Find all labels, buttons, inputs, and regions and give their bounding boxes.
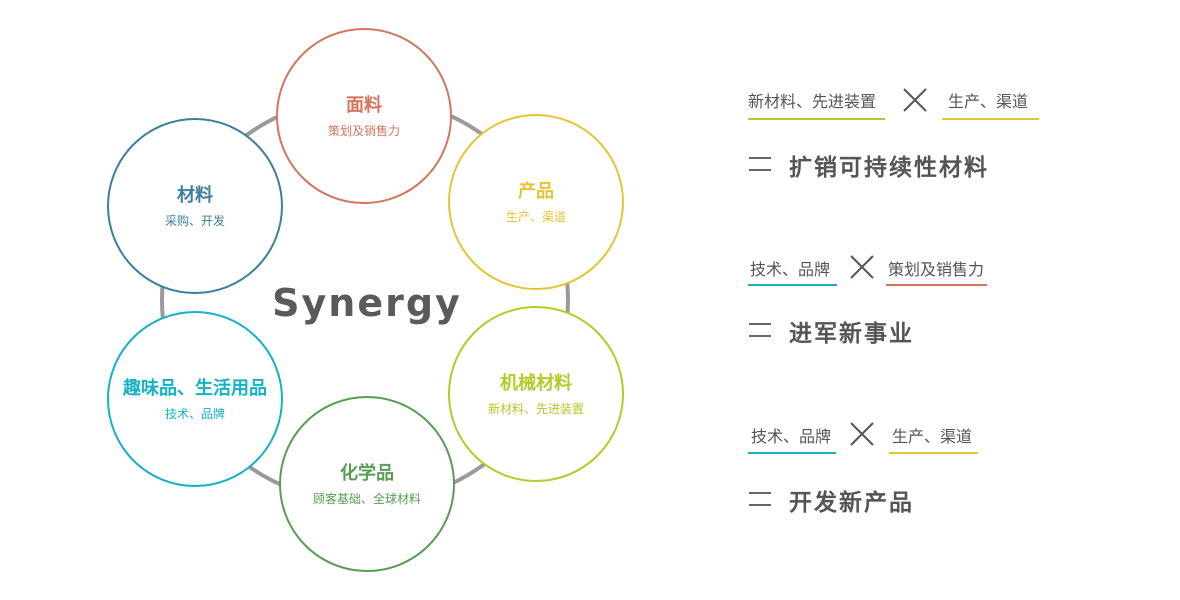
formula-2-right-tag: 策划及销售力 <box>888 260 985 279</box>
node-title: 产品 <box>518 180 554 202</box>
formula-1-right-tag: 生产、渠道 <box>948 92 1029 111</box>
node-circle <box>448 114 624 290</box>
node-subtitle: 新材料、先进装置 <box>488 401 584 416</box>
times-icon <box>850 255 874 279</box>
node-subtitle: 顾客基础、全球材料 <box>313 491 421 506</box>
node-title: 机械材料 <box>500 372 572 394</box>
formula-1-right-underline <box>942 118 1039 120</box>
equals-icon <box>749 492 771 506</box>
synergy-diagram: 面料策划及销售力产品生产、渠道机械材料新材料、先进装置化学品顾客基础、全球材料趣… <box>107 28 624 572</box>
node-circle <box>276 28 452 204</box>
times-icon <box>850 422 874 446</box>
formula-1-result: 扩销可持续性材料 <box>789 155 989 181</box>
equals-icon <box>749 323 771 337</box>
formula-2-left-tag: 技术、品牌 <box>750 260 831 279</box>
times-icon <box>903 88 927 112</box>
formula-3-left-underline <box>748 452 836 454</box>
formula-1-left-tag: 新材料、先进装置 <box>748 92 877 111</box>
node-circle <box>448 306 624 482</box>
node-title: 材料 <box>177 184 213 206</box>
node-circle <box>279 396 455 572</box>
equals-icon <box>749 157 771 171</box>
formula-3-right-underline <box>889 452 978 454</box>
formula-1-left-underline <box>748 118 885 120</box>
node-subtitle: 生产、渠道 <box>506 210 566 224</box>
formula-3-result: 开发新产品 <box>789 490 914 516</box>
node-title: 面料 <box>346 94 382 116</box>
node-subtitle: 采购、开发 <box>165 213 225 228</box>
formula-2-right-underline <box>886 284 987 286</box>
formula-3-right-tag: 生产、渠道 <box>892 427 973 446</box>
node-title: 趣味品、生活用品 <box>122 377 267 399</box>
center-label: Synergy <box>272 281 462 325</box>
node-subtitle: 技术、品牌 <box>165 407 225 421</box>
formula-2-left-underline <box>748 284 837 286</box>
formula-2-result: 进军新事业 <box>789 321 914 347</box>
node-circle <box>107 311 283 487</box>
formula-3-left-tag: 技术、品牌 <box>751 427 832 446</box>
node-subtitle: 策划及销售力 <box>328 123 400 138</box>
node-circle <box>107 118 283 294</box>
node-title: 化学品 <box>340 462 394 484</box>
